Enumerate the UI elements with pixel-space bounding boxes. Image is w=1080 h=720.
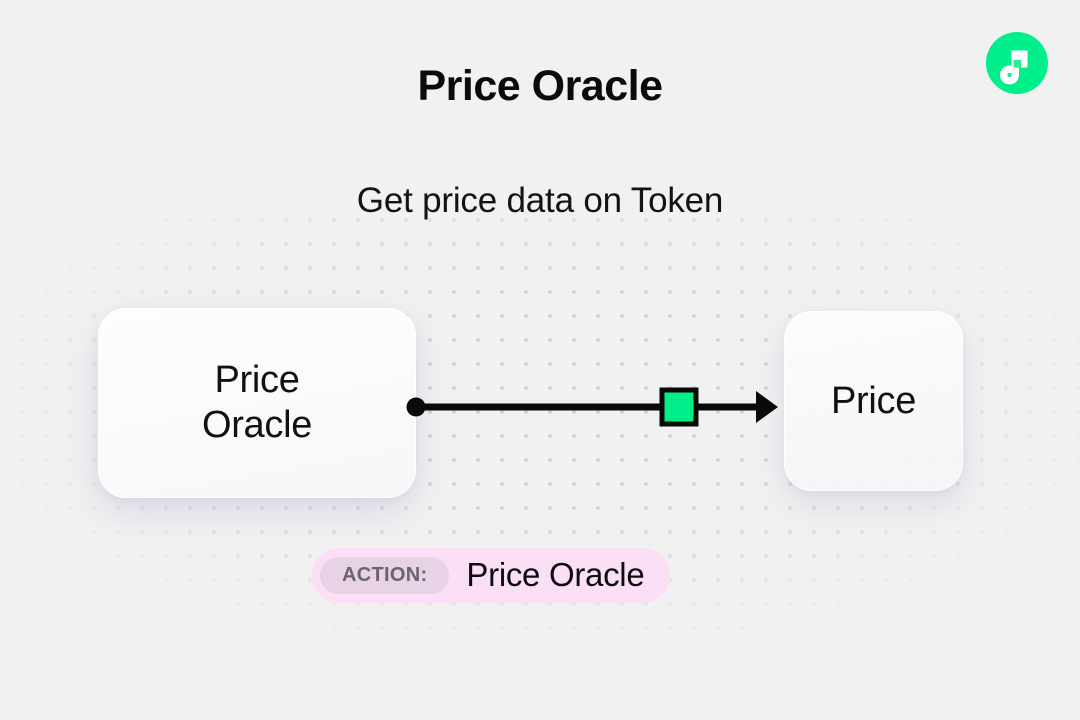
flow-logo-icon [1000,50,1028,85]
connector-arrowhead [756,391,778,423]
action-value-label: Price Oracle [466,555,645,593]
node-price-oracle[interactable]: Price Oracle [98,308,416,498]
node-price[interactable]: Price [784,311,963,491]
page-title: Price Oracle [417,62,663,110]
connector-edge [406,387,778,427]
action-tag-label: ACTION: [320,557,450,594]
node-label: Price Oracle [201,359,313,446]
connector-green-square-marker[interactable] [659,387,699,427]
node-label: Price [830,379,917,422]
flow-logo[interactable] [986,32,1048,94]
action-badge[interactable]: ACTION: Price Oracle [312,548,671,603]
page-subtitle: Get price data on Token [356,181,724,220]
